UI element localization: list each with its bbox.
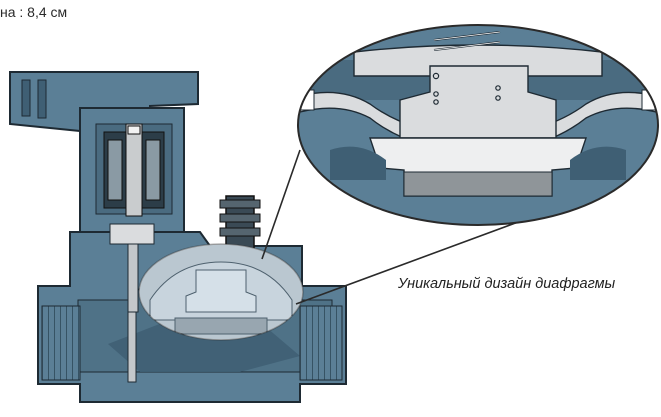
spring <box>433 31 501 51</box>
diaphragm-lens-small <box>138 243 304 341</box>
inlet-thread <box>41 305 81 381</box>
valve-body <box>9 71 347 403</box>
solenoid-coil <box>103 123 165 217</box>
leader-line-top <box>261 149 301 260</box>
diaphragm-caption: Уникальный дизайн диафрагмы <box>398 276 616 292</box>
outlet-thread <box>299 305 343 381</box>
diaphragm-zoom-detail <box>297 24 659 226</box>
dimension-label: на : 8,4 см <box>0 4 68 20</box>
bleed-screw <box>219 195 261 251</box>
